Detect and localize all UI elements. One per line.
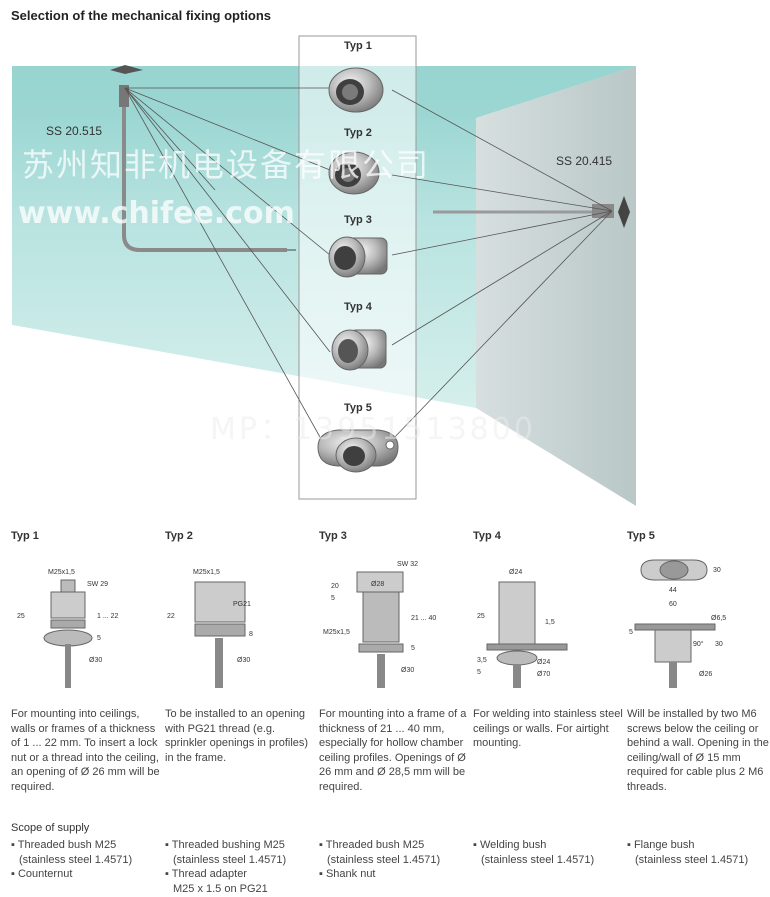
typ5-dim-6: 30 [715,641,723,648]
typ3-column: Typ 3 SW 32 Ø28 M25x1,5 20 5 21 ... 40 5… [319,530,469,794]
scope-item: ▪ Threaded bush M25 [319,839,425,851]
typ5-description: Will be installed by two M6 screws below… [627,708,769,793]
scope-item: ▪ Flange bush [627,839,695,851]
typ3-bushing-image [328,236,388,278]
typ3-dim-0: SW 32 [397,561,418,568]
typ4-drawing: Ø24 25 1,5 3,5 5 Ø24 Ø70 [477,569,568,688]
typ1-heading: Typ 1 [11,530,39,542]
typ1-dim-3: 1 ... 22 [97,613,119,620]
typ5-dim-4: Ø6,5 [711,615,726,622]
typ4-heading: Typ 4 [473,530,501,542]
phone-watermark: MP：13951513800 [210,412,536,447]
scene-typ1-label: Typ 1 [344,40,372,52]
page-title: Selection of the mechanical fixing optio… [11,8,272,23]
scope-item: ▪ Threaded bushing M25 [165,839,285,851]
typ3-heading: Typ 3 [319,530,347,542]
typ2-dim-0: M25x1,5 [193,569,220,576]
typ3-dim-4: 5 [331,595,335,602]
typ1-dim-1: SW 29 [87,581,108,588]
typ2-dim-2: 22 [167,613,175,620]
typ5-dim-2: 60 [669,601,677,608]
scope-item: (stainless steel 1.4571) [635,853,749,866]
scope-item: (stainless steel 1.4571) [327,853,441,866]
typ1-dim-0: M25x1,5 [48,569,75,576]
typ3-dim-6: 5 [411,645,415,652]
typ2-heading: Typ 2 [165,530,193,542]
typ1-bushing-image [328,67,384,113]
typ5-column: Typ 5 30 44 60 5 Ø6,5 90° 30 Ø26 Will be… [627,530,770,794]
scope-typ4: ▪ Welding bush (stainless steel 1.4571) [473,838,623,867]
company-watermark: 苏州知非机电设备有限公司 [22,146,431,184]
left-sensor-rod [122,107,287,252]
typ4-dim-1: 25 [477,613,485,620]
typ4-dim-6: Ø70 [537,671,550,678]
typ2-bushing-image [328,151,380,195]
scope-item: M25 x 1.5 on PG21 [173,882,268,895]
typ4-column: Typ 4 Ø24 25 1,5 3,5 5 Ø24 Ø70 For weldi… [473,530,623,751]
typ5-dim-7: Ø26 [699,671,712,678]
scope-typ3: ▪ Threaded bush M25 (stainless steel 1.4… [319,838,469,882]
typ2-column: Typ 2 M25x1,5 PG21 22 8 Ø30 To be instal… [165,530,315,765]
scene-typ2-label: Typ 2 [344,127,372,139]
scene-typ3-label: Typ 3 [344,214,372,226]
scope-item: ▪ Counternut [11,868,73,880]
typ5-dim-3: 5 [629,629,633,636]
typ5-drawing: 30 44 60 5 Ø6,5 90° 30 Ø26 [629,559,726,688]
typ1-description: For mounting into ceilings, walls or fra… [11,708,160,793]
typ5-heading: Typ 5 [627,530,655,542]
connector-lines-right [391,89,613,441]
right-wall [476,66,636,506]
scene-typ4-label: Typ 4 [344,301,372,313]
typ3-dim-5: 21 ... 40 [411,615,436,622]
typ5-dim-5: 90° [693,640,704,648]
connector-lines-left [124,87,331,456]
scope-typ1: ▪ Threaded bush M25 (stainless steel 1.4… [11,838,161,882]
typ4-dim-2: 1,5 [545,619,555,626]
typ5-dim-1: 44 [669,587,677,594]
left-sensor-label: SS 20.515 [46,124,103,138]
typ2-drawing: M25x1,5 PG21 22 8 Ø30 [167,569,253,688]
left-sensor-head [119,85,129,107]
scope-item: ▪ Thread adapter [165,868,247,880]
scope-item: (stainless steel 1.4571) [173,853,287,866]
typ1-dim-5: Ø30 [89,657,102,664]
typ2-dim-3: 8 [249,631,253,638]
ceiling-mount-plate [110,65,143,74]
scope-item: ▪ Threaded bush M25 [11,839,117,851]
right-sensor-label: SS 20.415 [556,154,613,168]
typ4-dim-3: 3,5 [477,657,487,664]
typ1-column: Typ 1 M25x1,5 SW 29 25 1 ... 22 5 Ø30 Fo… [11,530,161,794]
scope-item: ▪ Shank nut [319,868,376,880]
typ4-dim-0: Ø24 [509,569,522,576]
scope-item: ▪ Welding bush [473,839,547,851]
scope-typ5: ▪ Flange bush (stainless steel 1.4571) [627,838,770,867]
scope-item: (stainless steel 1.4571) [481,853,595,866]
url-watermark: www.chifee.com [18,196,295,231]
typ4-bushing-image [331,329,387,371]
typ5-dim-0: 30 [713,567,721,574]
typ1-dim-2: 25 [17,613,25,620]
typ3-description: For mounting into a frame of a thickness… [319,708,467,793]
typ3-dim-2: M25x1,5 [323,629,350,636]
typ2-dim-1: PG21 [233,601,251,608]
typ3-dim-3: 20 [331,583,339,590]
typ1-dim-4: 5 [97,635,101,642]
scope-typ2: ▪ Threaded bushing M25 (stainless steel … [165,838,315,896]
typ2-dim-4: Ø30 [237,657,250,664]
typ4-description: For welding into stainless steel ceiling… [473,708,623,749]
typ4-dim-5: Ø24 [537,659,550,666]
mounting-scene-illustration [12,35,636,506]
typ4-dim-4: 5 [477,669,481,676]
scope-heading: Scope of supply [11,822,90,834]
typ3-dim-7: Ø30 [401,667,414,674]
typ5-flange-image [317,429,399,473]
typ3-dim-1: Ø28 [371,581,384,588]
typ2-description: To be installed to an opening with PG21 … [165,708,309,764]
scene-typ5-label: Typ 5 [344,402,372,414]
typ1-drawing: M25x1,5 SW 29 25 1 ... 22 5 Ø30 [17,569,119,688]
scope-item: (stainless steel 1.4571) [19,853,133,866]
typ3-drawing: SW 32 Ø28 M25x1,5 20 5 21 ... 40 5 Ø30 [323,561,436,688]
